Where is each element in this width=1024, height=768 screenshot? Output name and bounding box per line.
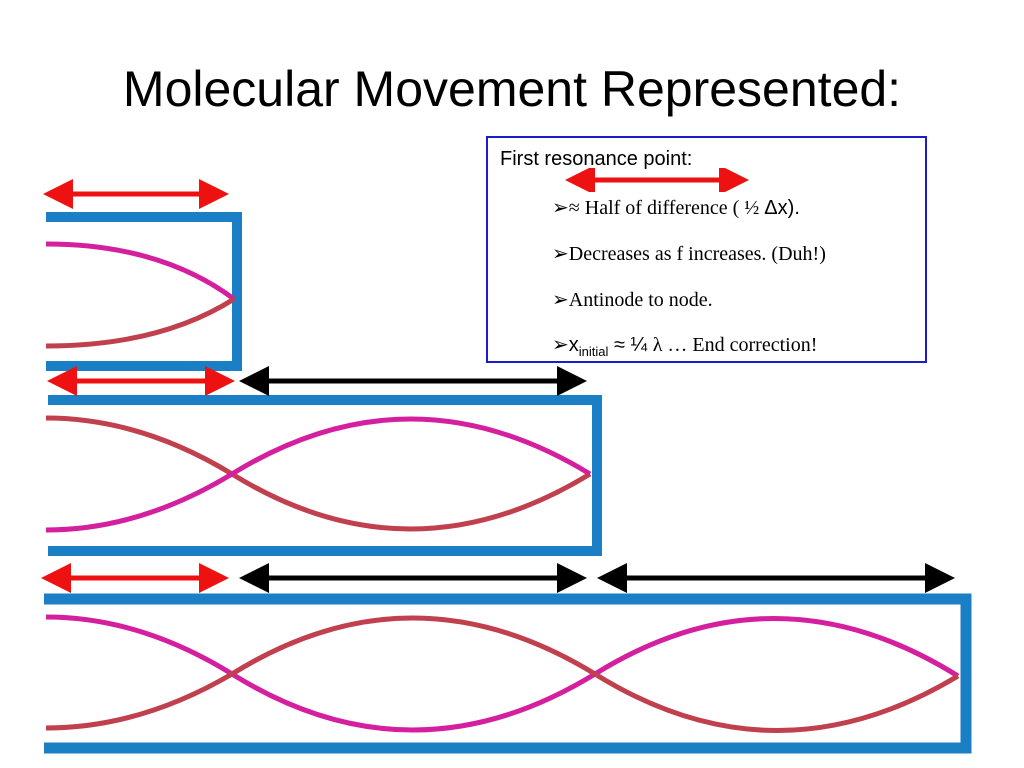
info-red-arrow xyxy=(565,168,749,192)
info-box: First resonance point: ➢≈ Half of differ… xyxy=(486,136,927,363)
wave-curve-b xyxy=(45,615,960,733)
first-resonance-tube xyxy=(45,212,242,371)
info-heading: First resonance point: xyxy=(500,148,693,170)
bullet-arrow-icon: ➢ xyxy=(552,334,569,356)
third-resonance-tube xyxy=(44,593,972,754)
bullet-x-initial: ➢xinitial ≈ ¼ λ … End correction! xyxy=(552,332,817,359)
wave-curve-lower xyxy=(45,296,236,349)
bullet-decreases: ➢Decreases as f increases. (Duh!) xyxy=(552,241,826,266)
bullet-text: Decreases as f increases. (Duh!) xyxy=(568,243,826,265)
x-variable: x xyxy=(568,334,579,356)
bullet-tail: … End correction! xyxy=(662,334,818,356)
tube-wall xyxy=(44,593,972,754)
bullet-text: Half of difference ( ½ xyxy=(579,197,765,219)
bullet-half-difference: ➢≈ Half of difference ( ½ Δx). xyxy=(552,195,800,220)
wave-curve-a xyxy=(45,614,960,733)
wave-curve-b xyxy=(45,416,592,533)
tube-wall xyxy=(48,395,602,556)
initial-subscript: initial xyxy=(578,344,609,359)
approx-symbol: ≈ xyxy=(568,197,580,219)
second-resonance-tube xyxy=(45,395,602,556)
wave-curve-a xyxy=(45,415,592,532)
bullet-arrow-icon: ➢ xyxy=(552,243,569,265)
bullet-arrow-icon: ➢ xyxy=(552,289,569,311)
bullet-antinode: ➢Antinode to node. xyxy=(552,287,713,312)
bullet-arrow-icon: ➢ xyxy=(552,197,569,219)
lambda-symbol: λ xyxy=(652,334,663,356)
delta-x-symbol: Δx xyxy=(764,197,788,219)
approx-quarter: ≈ ¼ xyxy=(608,334,653,356)
bullet-tail: ). xyxy=(787,197,800,219)
wave-curve-upper xyxy=(45,241,236,302)
bullet-text: Antinode to node. xyxy=(568,289,713,311)
slide-title: Molecular Movement Represented: xyxy=(122,61,902,117)
